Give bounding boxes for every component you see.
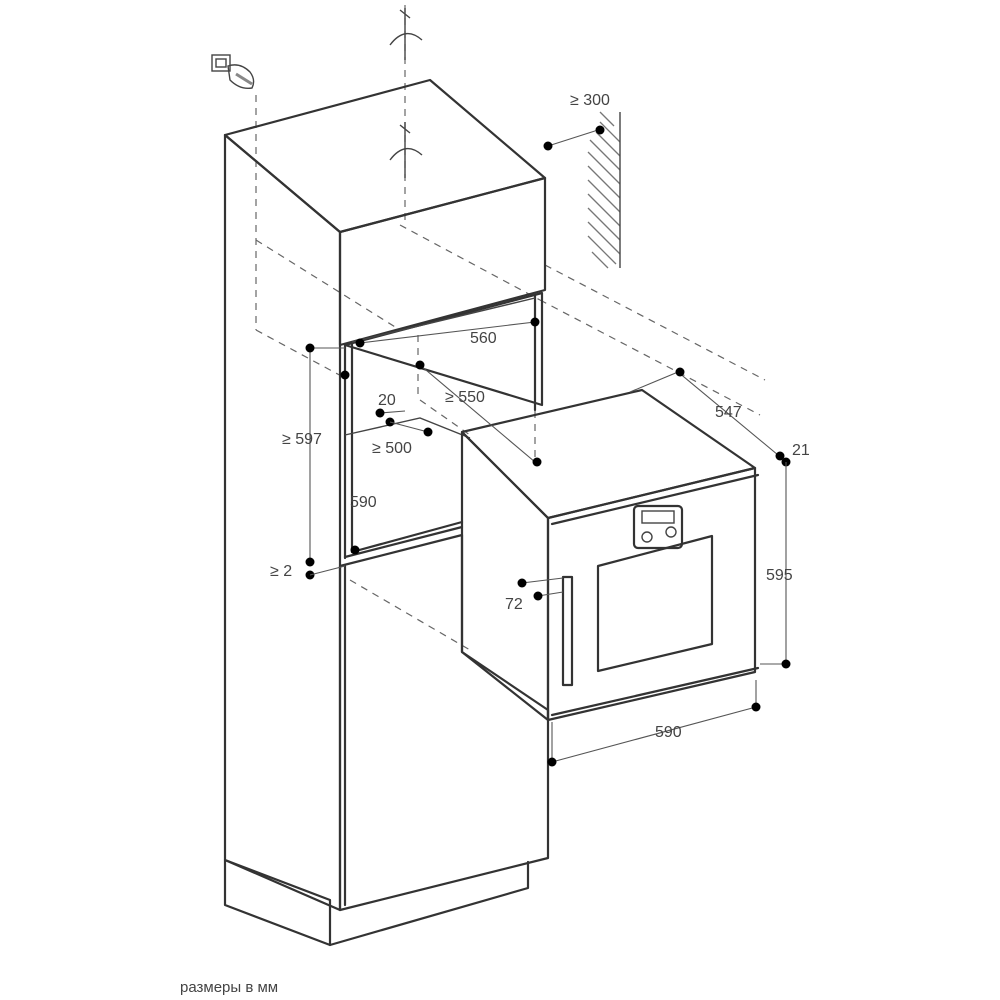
niche-height-label: 590 xyxy=(350,494,377,511)
niche-width-label: 560 xyxy=(470,330,497,347)
oven-width-label: 590 xyxy=(655,724,682,741)
vent-gap-label: 20 xyxy=(378,392,396,409)
wall-anchor-icon xyxy=(211,54,255,90)
door-handle xyxy=(561,575,574,687)
mount-symbol-top-icon xyxy=(389,8,423,60)
dashed-guides xyxy=(255,5,766,651)
vent-depth-label: ≥ 500 xyxy=(372,440,412,457)
oven-depth-label: 547 xyxy=(715,404,742,421)
dimension-lines xyxy=(305,317,791,767)
wall-hatch xyxy=(543,111,621,269)
display xyxy=(641,510,675,524)
tall-cabinet xyxy=(223,78,550,947)
dim-dot xyxy=(543,141,553,151)
bottom-gap-label: ≥ 2 xyxy=(270,563,292,580)
knob-icon xyxy=(641,531,653,543)
oven-height-label: 595 xyxy=(766,567,793,584)
control-panel xyxy=(632,504,684,550)
niche-depth-label: ≥ 550 xyxy=(445,389,485,406)
wall-clearance-label: ≥ 300 xyxy=(570,92,610,109)
units-caption: размеры в мм xyxy=(180,979,278,996)
knob-icon xyxy=(665,526,677,538)
niche-height-min-label: ≥ 597 xyxy=(282,431,322,448)
handle-offset-label: 72 xyxy=(505,596,523,613)
oven xyxy=(460,388,760,722)
mount-symbol-middle-icon xyxy=(389,122,423,178)
dim-dot xyxy=(595,125,605,135)
door-thickness-label: 21 xyxy=(792,442,810,459)
